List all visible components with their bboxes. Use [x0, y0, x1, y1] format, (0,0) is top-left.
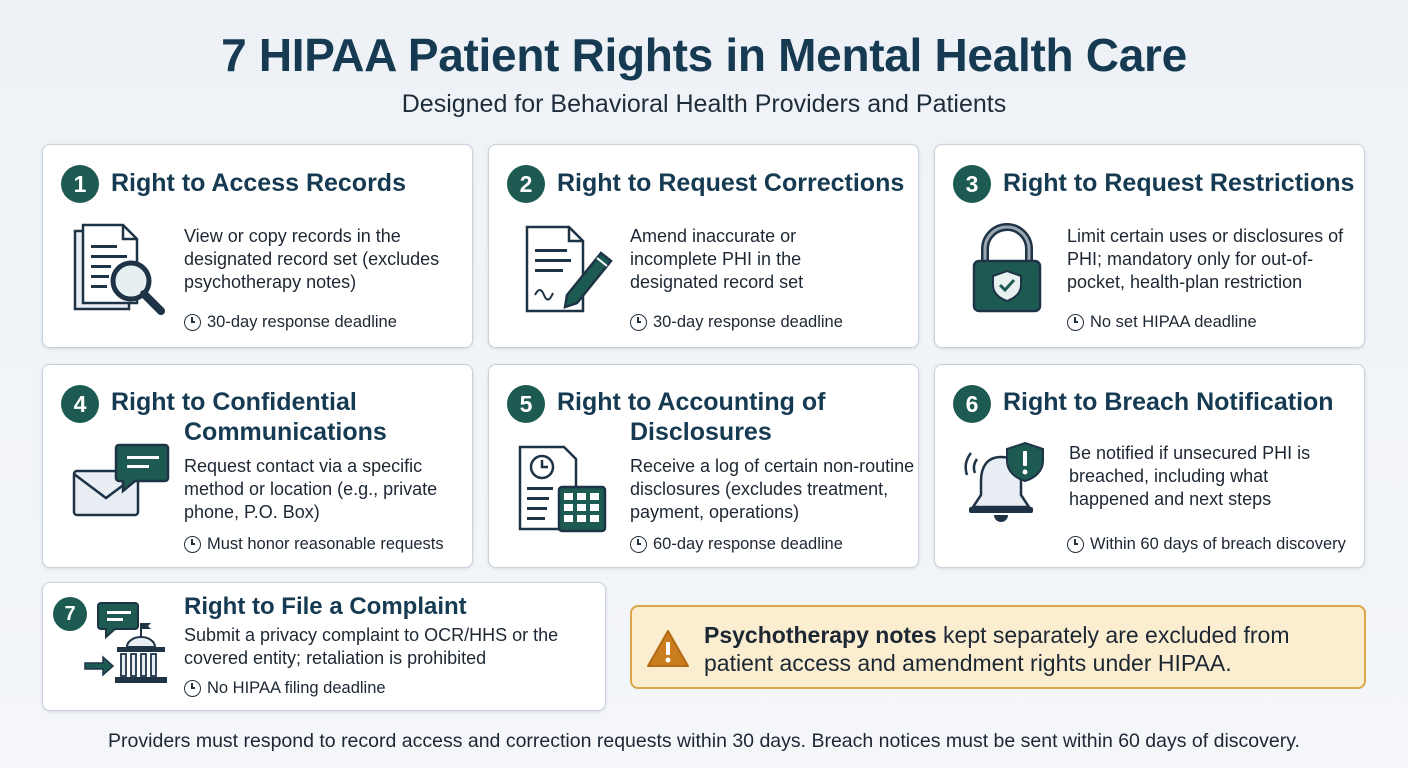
- card-title-line2: Disclosures: [630, 418, 772, 446]
- right-card-file-complaint: 7 Right to File a Complaint Submit a pri…: [42, 582, 606, 711]
- number-badge: 1: [61, 165, 99, 203]
- deadline-row: Must honor reasonable requests: [184, 535, 444, 554]
- log-calendar-icon: [518, 445, 607, 533]
- right-card-request-restrictions: 3 Right to Request Restrictions Limit ce…: [934, 144, 1365, 348]
- bell-alert-icon: [964, 441, 1044, 522]
- document-pencil-icon: [525, 225, 613, 313]
- footer-note: Providers must respond to record access …: [108, 730, 1300, 752]
- number-badge: 6: [953, 385, 991, 423]
- padlock-shield-icon: [972, 223, 1042, 313]
- card-description: Receive a log of certain non-routine dis…: [630, 456, 915, 522]
- card-description: View or copy records in the designated r…: [184, 226, 440, 292]
- right-card-confidential-communications: 4 Right to Confidential Communications R…: [42, 364, 473, 568]
- number-badge: 3: [953, 165, 991, 203]
- right-card-breach-notification: 6 Right to Breach Notification Be notifi…: [934, 364, 1365, 568]
- card-description: Limit certain uses or disclosures of PHI…: [1067, 226, 1344, 292]
- deadline-text: No HIPAA filing deadline: [207, 679, 386, 697]
- deadline-text: 60-day response deadline: [653, 535, 843, 553]
- callout-text: Psychotherapy notes kept separately are …: [704, 621, 1344, 677]
- card-title: Right to Request Corrections: [557, 169, 905, 197]
- deadline-text: No set HIPAA deadline: [1090, 313, 1257, 331]
- deadline-row: 60-day response deadline: [630, 535, 843, 554]
- deadline-row: 30-day response deadline: [630, 313, 843, 332]
- number-badge: 2: [507, 165, 545, 203]
- clock-icon: [630, 536, 647, 553]
- card-title: Right to Breach Notification: [1003, 388, 1334, 416]
- card-description: Submit a privacy complaint to OCR/HHS or…: [184, 625, 559, 668]
- page-title: 7 HIPAA Patient Rights in Mental Health …: [221, 29, 1187, 81]
- deadline-row: No HIPAA filing deadline: [184, 679, 386, 698]
- envelope-chat-icon: [72, 443, 170, 517]
- psychotherapy-notes-callout: Psychotherapy notes kept separately are …: [630, 605, 1366, 689]
- deadline-text: Within 60 days of breach discovery: [1090, 535, 1346, 553]
- deadline-row: 30-day response deadline: [184, 313, 397, 332]
- number-badge: 5: [507, 385, 545, 423]
- card-title-line1: Right to Confidential: [111, 388, 357, 416]
- clock-icon: [1067, 536, 1084, 553]
- card-title-line1: Right to Accounting of: [557, 388, 826, 416]
- page-subtitle: Designed for Behavioral Health Providers…: [401, 90, 1007, 118]
- card-description: Be notified if unsecured PHI is breached…: [1069, 443, 1311, 509]
- deadline-text: Must honor reasonable requests: [207, 535, 444, 553]
- callout-bold: Psychotherapy notes: [704, 622, 937, 648]
- card-title: Right to Request Restrictions: [1003, 169, 1355, 197]
- number-badge: 4: [61, 385, 99, 423]
- deadline-row: Within 60 days of breach discovery: [1067, 535, 1346, 554]
- clock-icon: [184, 314, 201, 331]
- clock-icon: [184, 536, 201, 553]
- deadline-text: 30-day response deadline: [207, 313, 397, 331]
- clock-icon: [184, 680, 201, 697]
- card-description: Request contact via a specific method or…: [184, 456, 438, 522]
- card-title: Right to Access Records: [111, 169, 406, 197]
- right-card-accounting-of-disclosures: 5 Right to Accounting of Disclosures Rec…: [488, 364, 919, 568]
- clock-icon: [630, 314, 647, 331]
- document-magnifier-icon: [73, 223, 165, 315]
- card-description: Amend inaccurate or incomplete PHI in th…: [630, 226, 804, 292]
- government-building-icon: [84, 602, 167, 683]
- clock-icon: [1067, 314, 1084, 331]
- warning-triangle-icon: [647, 630, 689, 667]
- right-card-request-corrections: 2 Right to Request Corrections Amend ina…: [488, 144, 919, 348]
- callout-rest: kept separately are excluded from patien…: [704, 622, 1290, 676]
- card-title-line2: Communications: [184, 418, 387, 446]
- right-card-access-records: 1 Right to Access Records View or copy r…: [42, 144, 473, 348]
- number-badge: 7: [53, 597, 87, 631]
- deadline-row: No set HIPAA deadline: [1067, 313, 1257, 332]
- deadline-text: 30-day response deadline: [653, 313, 843, 331]
- card-title: Right to File a Complaint: [184, 593, 467, 620]
